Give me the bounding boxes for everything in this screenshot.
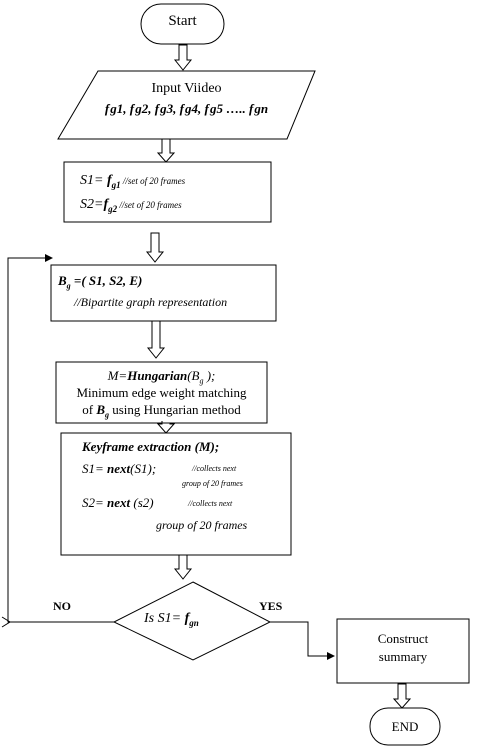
keyframe-s2-a: S2= <box>82 495 108 510</box>
keyframe-s2-b: (s2) <box>130 495 154 510</box>
hungarian-line3-c: using Hungarian method <box>108 402 241 417</box>
input-title: Input Viideo <box>151 81 222 96</box>
set-s1-line: S1= fg1 //set of 20 frames <box>80 174 185 190</box>
bipartite-graph-box <box>50 264 277 322</box>
yes-line <box>270 621 335 660</box>
input-frames: f g1, f g2, f g3, f g4, f g5 ….. f gn <box>104 101 269 116</box>
summary-line2: summary <box>378 649 428 664</box>
hollow-arrow-1 <box>173 44 193 71</box>
keyframe-s2-next: next <box>107 495 131 510</box>
hungarian-matching-box <box>55 361 268 424</box>
decision-sub: gn <box>189 617 199 628</box>
hungarian-arg-end: ); <box>203 368 216 383</box>
hungarian-line3-sub: g <box>104 410 109 420</box>
set-s2-note: //set of 20 frames <box>117 200 182 210</box>
keyframe-s2-line: S2= next (s2) <box>82 496 154 509</box>
set-s1-sub: g1 <box>111 179 121 190</box>
set-s2-sub: g2 <box>108 203 118 214</box>
hungarian-line3-a: of <box>82 402 97 417</box>
keyframe-s1-note2: group of 20 frames <box>182 479 243 488</box>
hollow-arrow-5 <box>156 421 176 434</box>
keyframe-extraction-box <box>60 432 292 556</box>
summary-line1: Construct <box>377 631 429 646</box>
set-s1-note: //set of 20 frames <box>120 176 186 186</box>
decision-f: f <box>184 611 190 626</box>
hungarian-arg: (B <box>187 368 200 383</box>
construct-summary-box <box>336 618 470 684</box>
bipartite-rhs: =( S1, S2, E) <box>70 273 143 288</box>
keyframe-s1-line: S1= next(S1); <box>82 462 156 475</box>
hungarian-fn: Hungarian <box>127 368 188 383</box>
set-s2-f: f <box>103 197 109 212</box>
hollow-arrow-4 <box>146 320 166 359</box>
decision-label: Is S1= fgn <box>144 612 199 628</box>
no-label: NO <box>53 599 71 613</box>
decision-diamond <box>112 581 272 661</box>
keyframe-s1-a: S1= <box>82 461 108 476</box>
hungarian-line3: of Bg using Hungarian method <box>56 403 267 420</box>
hollow-arrow-6 <box>173 554 193 580</box>
yes-label: YES <box>259 599 283 613</box>
hungarian-arg-sub: g <box>199 376 204 386</box>
keyframe-title: Keyframe extraction (M); <box>82 439 220 454</box>
keyframe-s1-note: //collects next <box>192 464 237 473</box>
start-label: Start <box>168 13 197 29</box>
keyframe-s2-note: //collects next <box>188 499 233 508</box>
set-s1-lhs: S1= <box>80 173 107 188</box>
hungarian-line1: M=Hungarian(Bg ); <box>56 369 267 386</box>
bipartite-note: //Bipartite graph representation <box>74 295 228 309</box>
no-arrow-head <box>1 616 11 628</box>
end-label: END <box>391 719 419 734</box>
bipartite-lhs: B <box>58 273 67 288</box>
input-video-parallelogram <box>57 70 316 140</box>
hungarian-m: M= <box>107 368 128 383</box>
no-loop-line <box>7 254 114 623</box>
set-s2-line: S2=fg2 //set of 20 frames <box>80 198 182 214</box>
keyframe-s2-note2: group of 20 frames <box>156 518 248 532</box>
hungarian-line3-b: B <box>96 402 105 417</box>
frame-sets-box <box>63 161 272 223</box>
hollow-arrow-7 <box>392 683 412 709</box>
bipartite-formula: Bg =( S1, S2, E) <box>58 274 142 291</box>
hollow-arrow-3 <box>145 232 165 263</box>
hollow-arrow-2 <box>156 138 176 163</box>
hungarian-line2: Minimum edge weight matching <box>76 385 247 400</box>
end-terminal <box>369 707 441 746</box>
set-s2-lhs: S2= <box>80 197 104 212</box>
set-s1-f: f <box>106 173 112 188</box>
decision-a: Is S1= <box>144 611 185 626</box>
start-terminal <box>140 3 225 45</box>
keyframe-s1-next: next <box>107 461 131 476</box>
keyframe-s1-b: (S1); <box>130 461 157 476</box>
bipartite-lhs-sub: g <box>66 281 71 291</box>
